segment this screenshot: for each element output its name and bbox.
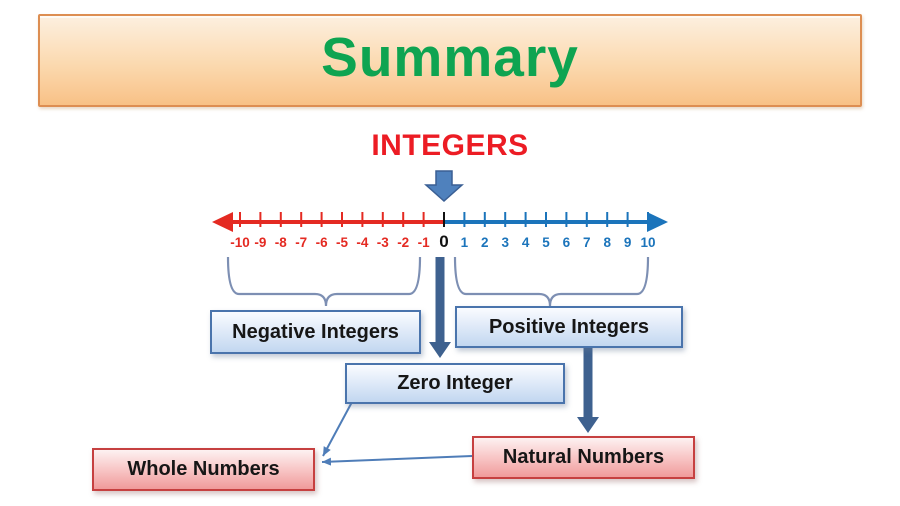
number-line-tick-label: -4	[356, 235, 368, 250]
number-line-tick-label: -1	[418, 235, 430, 250]
number-line-right-arrow-icon	[647, 212, 668, 232]
number-line-tick-label: -6	[316, 235, 328, 250]
banner-title: Summary	[321, 26, 579, 88]
number-line-tick-label: 9	[624, 235, 632, 250]
summary-banner: Summary	[38, 14, 862, 107]
number-line-tick-label: 10	[640, 235, 655, 250]
number-line-tick-label: -3	[377, 235, 389, 250]
negative-integers-label: Negative Integers	[232, 320, 399, 343]
positive-integers-label: Positive Integers	[488, 315, 650, 338]
number-line-tick-label: -9	[254, 235, 266, 250]
whole-numbers-label: Whole Numbers	[127, 458, 280, 480]
negative-integers-box: Negative Integers	[210, 310, 421, 354]
whole-numbers-box: Whole Numbers	[92, 448, 315, 491]
zero-to-whole-connector	[322, 401, 353, 457]
number-line-tick-label: 5	[542, 235, 550, 250]
number-line-left-arrow-icon	[212, 212, 233, 232]
integers-heading: INTEGERS	[371, 129, 529, 162]
number-line-tick-label: 7	[583, 235, 591, 250]
number-line-tick-label: 1	[461, 235, 469, 250]
number-line-tick-label: -7	[295, 235, 307, 250]
natural-numbers-label: Natural Numbers	[502, 446, 665, 468]
positive-to-natural-arrow-head-icon	[577, 417, 599, 433]
number-line-tick-label: -5	[336, 235, 348, 250]
zero-integer-label: Zero Integer	[397, 372, 513, 394]
negative-brace	[226, 256, 422, 307]
zero-integer-box: Zero Integer	[345, 363, 565, 404]
down-block-arrow-icon	[424, 170, 464, 203]
positive-brace	[453, 256, 650, 307]
number-line-tick-label: 8	[603, 235, 611, 250]
number-line-tick-label: 6	[563, 235, 571, 250]
number-line-tick-label: 3	[501, 235, 509, 250]
zero-arrow-head-icon	[429, 342, 451, 358]
number-line-tick-label: -10	[230, 235, 250, 250]
natural-to-whole-connector	[321, 455, 473, 466]
number-line-tick-label: -8	[275, 235, 287, 250]
number-line-tick-label: -2	[397, 235, 409, 250]
natural-numbers-box: Natural Numbers	[472, 436, 695, 479]
number-line-tick-label: 0	[439, 232, 448, 251]
number-line-tick-label: 4	[522, 235, 530, 250]
number-line-tick-label: 2	[481, 235, 489, 250]
positive-integers-box: Positive Integers	[455, 306, 683, 348]
